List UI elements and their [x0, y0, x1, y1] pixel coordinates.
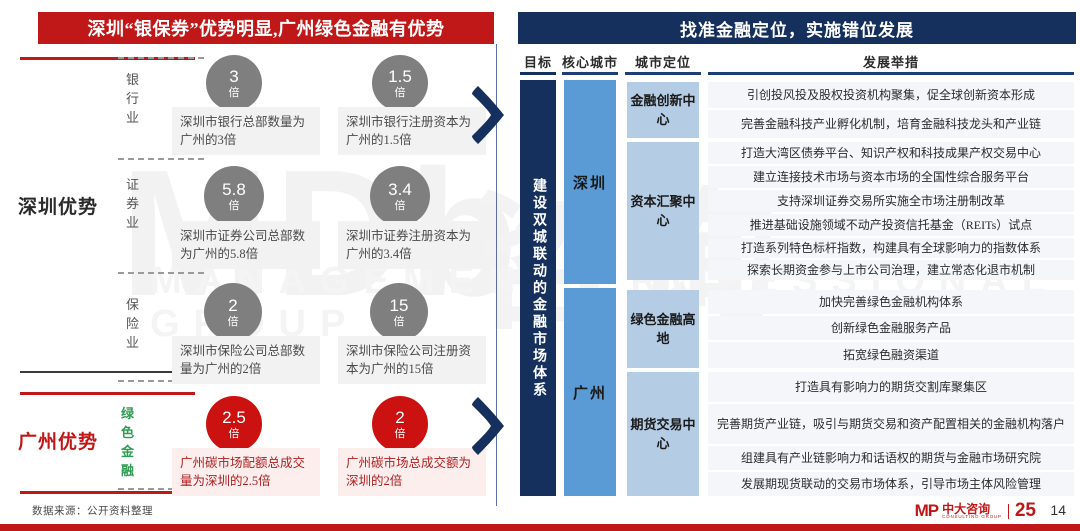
metric-bubble-insurance-hq: 2 倍 — [204, 283, 262, 341]
metric-value: 5.8 — [222, 179, 246, 199]
metric-value: 15 — [389, 295, 409, 315]
right-panel: 找准金融定位，实施错位发展 目标 核心城市 城市定位 发展举措 建设双城联动的金… — [512, 0, 1080, 531]
divider-red-top — [20, 57, 195, 60]
brand-mp-mark: MP — [914, 501, 939, 520]
metric-unit: 倍 — [394, 86, 406, 99]
metric-bubble-securities-capital: 3.4 倍 — [370, 166, 430, 226]
divider-dash-4 — [118, 380, 204, 382]
measure-item-3: 打造大湾区债券平台、知识产权和科技成果产权交易中心 — [708, 142, 1074, 164]
measure-item-5: 支持深圳证券交易所实施全市场注册制改革 — [708, 190, 1074, 212]
left-panel: 深圳“银保券”优势明显,广州绿色金融有优势 深圳优势 广州优势 银行业 证券业 … — [0, 0, 505, 531]
measure-item-9: 加快完善绿色金融机构体系 — [708, 290, 1074, 314]
metric-unit: 倍 — [393, 315, 405, 328]
metric-value: 2 — [228, 295, 238, 315]
divider-red-bottom — [20, 491, 195, 494]
sector-label-green-finance: 绿色金融 — [120, 406, 135, 478]
left-panel-title: 深圳“银保券”优势明显,广州绿色金融有优势 — [38, 12, 494, 44]
metric-unit: 倍 — [394, 427, 406, 440]
metric-value: 3 — [229, 66, 239, 86]
brand-separator — [1007, 503, 1009, 519]
column-underline-core-city — [562, 72, 618, 75]
sector-label-securities: 证券业 — [125, 177, 140, 230]
metric-note-bank-capital: 深圳市银行注册资本为广州的1.5倍 — [338, 107, 486, 155]
footer-bar — [0, 524, 1080, 531]
divider-dash-3 — [118, 272, 204, 274]
metric-bubble-bank-capital: 1.5 倍 — [372, 55, 428, 111]
measure-item-1: 引创投风投及股权投资机构聚集，促全球创新资本形成 — [708, 82, 1074, 108]
guangzhou-advantage-label: 广州优势 — [18, 432, 99, 453]
divider-dash-1 — [118, 57, 204, 59]
measure-item-7: 打造系列特色标杆指数，构建具有全球影响力的指数体系 — [708, 238, 1074, 258]
metric-value: 2.5 — [222, 407, 246, 427]
divider-dark — [20, 371, 195, 373]
panel-divider-line — [496, 44, 497, 506]
brand-anniversary-mark: 25 — [1014, 500, 1036, 521]
city-cell-shenzhen: 深圳 — [564, 80, 616, 284]
column-header-city-position: 城市定位 — [634, 55, 691, 70]
metric-unit: 倍 — [227, 315, 239, 328]
right-panel-title: 找准金融定位，实施错位发展 — [518, 12, 1076, 44]
measure-item-13: 完善期货产业链，吸引与期货交易和资产配置相关的金融机构落户 — [708, 404, 1074, 444]
column-header-core-city: 核心城市 — [561, 55, 618, 70]
sector-label-banking: 银行业 — [125, 72, 140, 125]
chevron-right-icon-top — [472, 86, 504, 144]
source-note: 数据来源：公开资料整理 — [32, 506, 153, 517]
measure-item-2: 完善金融科技产业孵化机制，培育金融科技龙头和产业链 — [708, 110, 1074, 138]
brand-logo: MP 中大咨询 CONSULTING GROUP 25 — [915, 500, 1036, 522]
metric-note-carbon-turnover: 广州碳市场总成交额为深圳的2倍 — [338, 448, 486, 496]
divider-dash-2 — [118, 158, 204, 160]
metric-unit: 倍 — [228, 86, 240, 99]
measure-item-11: 拓宽绿色融资渠道 — [708, 342, 1074, 368]
metric-value: 1.5 — [388, 66, 412, 86]
metric-value: 2 — [395, 407, 405, 427]
measure-item-15: 发展期现货联动的交易市场体系，引导市场主体风险管理 — [708, 472, 1074, 496]
column-underline-city-position — [625, 72, 701, 75]
metric-note-insurance-hq: 深圳市保险公司总部数量为广州的2倍 — [172, 336, 320, 384]
metric-note-carbon-volume: 广州碳市场配额总成交量为深圳的2.5倍 — [172, 448, 320, 496]
metric-bubble-carbon-volume: 2.5 倍 — [206, 396, 262, 452]
metric-bubble-securities-hq: 5.8 倍 — [204, 166, 264, 226]
metric-unit: 倍 — [228, 427, 240, 440]
position-cell-futures-trading: 期货交易中心 — [627, 372, 699, 496]
position-cell-fintech-innovation: 金融创新中心 — [627, 82, 699, 138]
chevron-right-icon-bottom — [472, 397, 504, 455]
goal-column: 建设双城联动的金融市场体系 — [520, 80, 556, 496]
measure-item-8: 探索长期资金参与上市公司治理，建立常态化退市机制 — [708, 260, 1074, 280]
column-underline-goal — [520, 72, 556, 75]
metric-bubble-insurance-capital: 15 倍 — [370, 283, 428, 341]
divider-red-mid — [20, 392, 195, 395]
measure-item-4: 建立连接技术市场与资本市场的全国性综合服务平台 — [708, 166, 1074, 188]
brand-name-en: CONSULTING GROUP — [942, 513, 1002, 519]
column-header-goal: 目标 — [523, 55, 552, 70]
metric-bubble-carbon-turnover: 2 倍 — [372, 396, 428, 452]
shenzhen-advantage-label: 深圳优势 — [18, 197, 99, 218]
column-underline-measures — [708, 72, 1074, 75]
position-cell-capital-hub: 资本汇聚中心 — [627, 142, 699, 280]
metric-bubble-bank-hq: 3 倍 — [206, 55, 262, 111]
metric-note-bank-hq: 深圳市银行总部数量为广州的3倍 — [172, 107, 320, 155]
brand-name-cn: 中大咨询 — [942, 501, 991, 516]
measure-item-6: 推进基础设施领域不动产投资信托基金（REITs）试点 — [708, 214, 1074, 236]
metric-note-insurance-capital: 深圳市保险公司注册资本为广州的15倍 — [338, 336, 486, 384]
position-cell-green-finance: 绿色金融高地 — [627, 290, 699, 368]
metric-value: 3.4 — [388, 179, 412, 199]
metric-unit: 倍 — [394, 199, 406, 212]
measure-item-14: 组建具有产业链影响力和话语权的期货与金融市场研究院 — [708, 446, 1074, 470]
divider-dash-5 — [118, 488, 204, 490]
metric-note-securities-hq: 深圳市证券公司总部数为广州的5.8倍 — [172, 221, 320, 269]
city-cell-guangzhou: 广州 — [564, 288, 616, 496]
metric-note-securities-capital: 深圳市证券注册资本为广州的3.4倍 — [338, 221, 486, 269]
sector-label-insurance: 保险业 — [125, 297, 140, 350]
measure-item-12: 打造具有影响力的期货交割库聚集区 — [708, 372, 1074, 402]
brand-name-block: 中大咨询 CONSULTING GROUP — [942, 503, 1002, 520]
measure-item-10: 创新绿色金融服务产品 — [708, 316, 1074, 340]
column-header-measures: 发展举措 — [862, 55, 919, 70]
metric-unit: 倍 — [228, 199, 240, 212]
page-number: 14 — [1050, 502, 1066, 518]
